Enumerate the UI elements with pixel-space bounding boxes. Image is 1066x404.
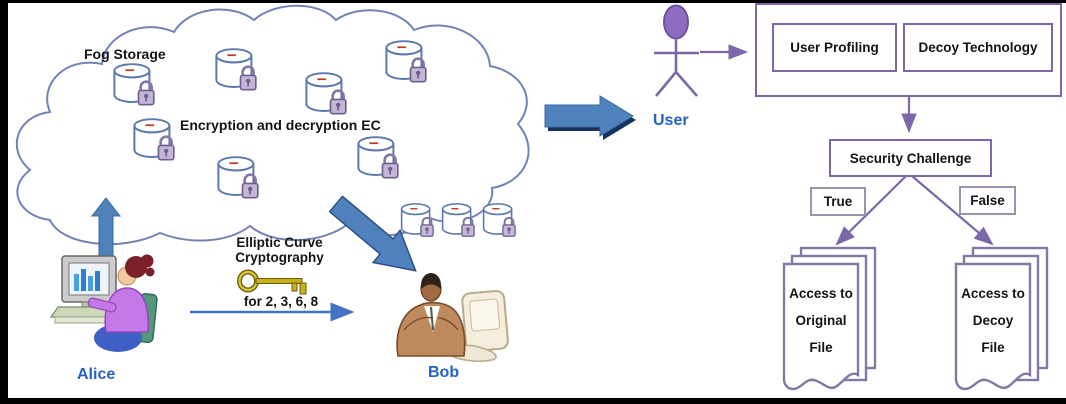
original-line2: Original [795, 313, 847, 328]
decoy-technology-label: Decoy Technology [918, 40, 1038, 55]
key-icon [237, 269, 307, 295]
decoy-technology-box: Decoy Technology [903, 23, 1053, 72]
true-label: True [823, 194, 853, 209]
database-cylinder-icon [215, 47, 257, 92]
ecc-key-note: for 2, 3, 6, 8 [243, 294, 319, 309]
user-actor-icon [654, 4, 699, 97]
bob-figure [396, 273, 509, 362]
encryption-label: Encryption and decryption EC [180, 117, 381, 133]
decoy-line3: File [981, 340, 1005, 355]
user-profiling-box: User Profiling [772, 23, 897, 72]
database-cylinder-icon [482, 202, 516, 238]
frame-left-bar [0, 0, 8, 404]
ecc-label: Elliptic Curve Cryptography [222, 235, 337, 265]
alice-label: Alice [77, 366, 116, 383]
database-cylinder-icon [400, 202, 434, 238]
database-cylinder-icon [217, 155, 259, 200]
true-branch-box: True [810, 187, 866, 216]
false-branch-box: False [959, 186, 1016, 215]
database-cylinder-icon [133, 117, 175, 162]
download-arrow [328, 195, 417, 272]
original-line3: File [809, 340, 833, 355]
challenge-true-arrow [835, 175, 907, 246]
security-challenge-label: Security Challenge [849, 150, 972, 166]
security-challenge-box: Security Challenge [829, 139, 992, 177]
decoy-line1: Access to [961, 286, 1025, 301]
frame-top-bar [0, 0, 1066, 3]
ecc-line1: Elliptic Curve [236, 235, 323, 250]
database-cylinder-icon [357, 135, 399, 180]
database-cylinder-icon [113, 62, 155, 107]
challenge-false-arrow [911, 175, 994, 246]
ecc-line2: Cryptography [235, 250, 324, 265]
handoff-arrow [544, 95, 634, 137]
original-line1: Access to [789, 286, 853, 301]
database-cylinder-icon [441, 202, 475, 238]
bob-database-cluster [400, 202, 516, 238]
decoy-file-text: Access to Decoy File [955, 280, 1031, 361]
fog-storage-label: Fog Storage [84, 46, 166, 62]
user-profiling-label: User Profiling [790, 40, 879, 55]
bob-label: Bob [428, 364, 460, 381]
database-cylinder-icon [305, 71, 347, 116]
original-file-text: Access to Original File [783, 280, 859, 361]
user-label: User [653, 112, 689, 129]
frame-bottom-bar [0, 398, 1066, 404]
false-label: False [970, 193, 1005, 208]
decoy-line2: Decoy [972, 313, 1014, 328]
database-cylinder-icon [385, 39, 427, 84]
alice-figure [49, 254, 158, 352]
